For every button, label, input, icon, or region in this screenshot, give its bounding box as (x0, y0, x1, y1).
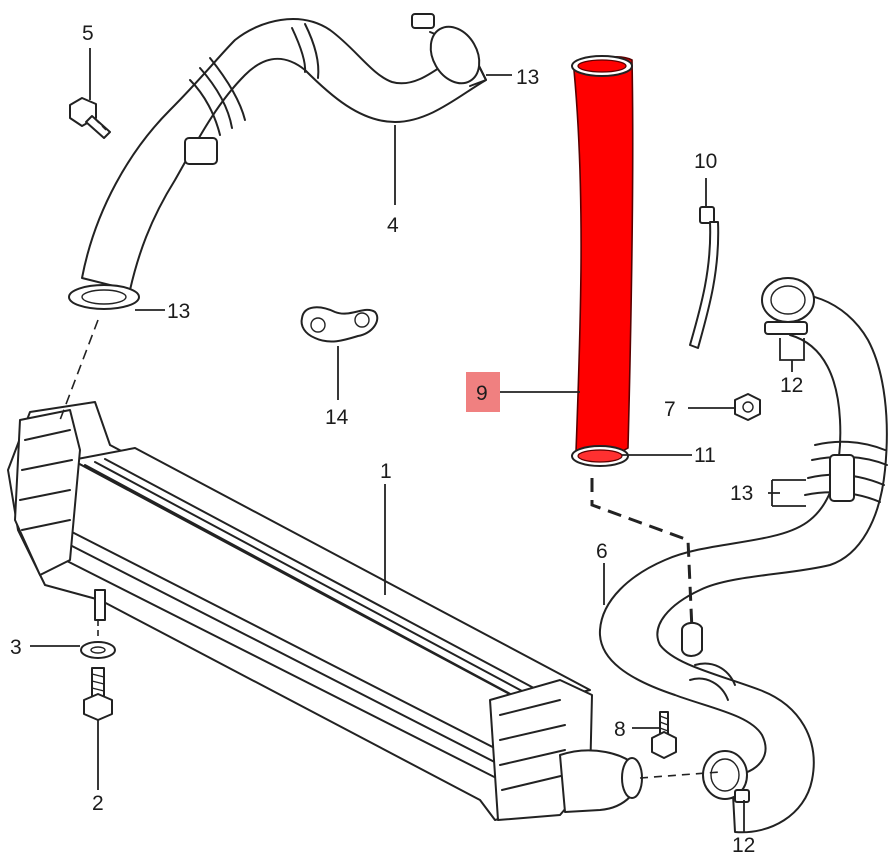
hose-clamp-top (411, 13, 481, 85)
label-13-left: 13 (167, 300, 190, 323)
hose-9-highlighted (571, 55, 634, 467)
label-2: 2 (92, 792, 104, 815)
intercooler-1 (7, 401, 643, 821)
label-10: 10 (694, 150, 717, 173)
bolt-2 (83, 667, 113, 721)
label-6: 6 (596, 540, 608, 563)
label-7: 7 (664, 398, 676, 421)
bolt-8 (651, 711, 677, 759)
label-5: 5 (82, 22, 94, 45)
nut-7 (734, 393, 761, 421)
bracket-14 (300, 306, 379, 343)
label-13-right: 13 (730, 482, 753, 505)
washer-3 (80, 641, 116, 659)
label-12-top: 12 (780, 374, 803, 397)
label-12-bottom: 12 (732, 834, 755, 857)
cable-tie-10 (689, 206, 720, 349)
leader-lines (30, 48, 806, 832)
upper-intake-hose (68, 18, 487, 310)
label-13-top: 13 (516, 66, 539, 89)
assembly-lines (59, 319, 721, 779)
label-8: 8 (614, 718, 626, 741)
bolt-5 (69, 97, 111, 139)
label-9-box (466, 372, 500, 412)
lower-intake-hose (598, 277, 888, 834)
label-1: 1 (380, 460, 392, 483)
label-9: 9 (476, 382, 488, 405)
label-3: 3 (10, 636, 22, 659)
label-14: 14 (325, 406, 349, 429)
label-11: 11 (694, 444, 716, 467)
label-4: 4 (387, 214, 399, 237)
